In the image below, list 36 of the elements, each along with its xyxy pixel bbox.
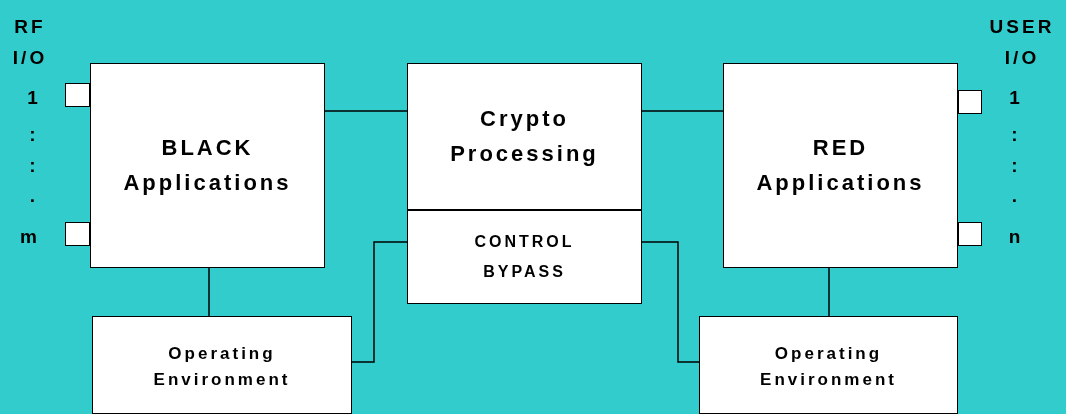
box-label: Operating Environment [152, 343, 292, 392]
connector-line [641, 110, 724, 112]
process-box [723, 63, 958, 268]
connector-line [641, 241, 700, 363]
box-label: RED Applications [755, 134, 926, 197]
process-box [90, 63, 325, 268]
io-label: I/O [1004, 47, 1040, 69]
process-box [407, 210, 642, 304]
process-box [407, 63, 642, 210]
io-label: : [1011, 124, 1021, 146]
port-square [958, 222, 982, 246]
io-label: 1 [27, 87, 41, 109]
io-label: : [1011, 155, 1021, 177]
connector-line [324, 110, 408, 112]
connector-line [828, 267, 830, 317]
port-square [65, 83, 90, 107]
box-label: Operating Environment [759, 343, 898, 392]
box-label: Crypto Processing [449, 105, 600, 168]
process-box [92, 316, 352, 414]
process-box [699, 316, 958, 414]
io-label: . [29, 185, 39, 207]
io-label: 1 [1009, 87, 1023, 109]
io-label: m [20, 226, 40, 248]
port-square [65, 222, 90, 246]
io-label: USER [989, 16, 1055, 38]
box-label: CONTROL BYPASS [473, 231, 576, 282]
io-label: : [29, 155, 39, 177]
connector-line [208, 267, 210, 317]
io-label: . [1011, 185, 1021, 207]
io-label: n [1008, 226, 1024, 248]
io-label: RF [14, 16, 46, 38]
io-label: I/O [12, 47, 48, 69]
connector-line [351, 241, 408, 363]
box-label: BLACK Applications [122, 134, 293, 197]
io-label: : [29, 124, 39, 146]
port-square [958, 90, 982, 114]
